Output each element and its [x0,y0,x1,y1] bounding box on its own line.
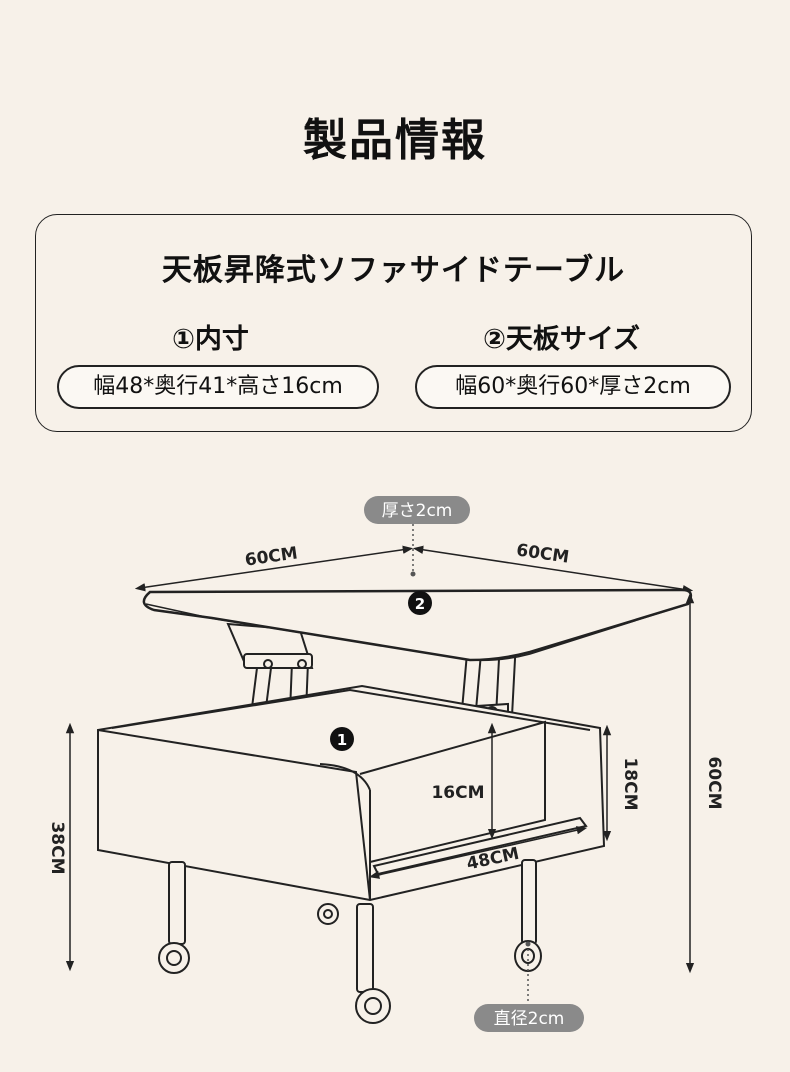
table-top-edge [145,603,689,662]
marker-1 [330,727,354,751]
top-size-heading: ②天板サイズ [483,324,641,355]
marker-1-label: 1 [337,731,347,749]
top-width-dim-right [412,545,694,594]
inner-width-dim [368,826,588,879]
caster-wheels [158,903,542,1024]
spec-card: 天板昇降式ソファサイドテーブル ①内寸 ②天板サイズ 幅48*奥行41*高さ16… [35,214,752,432]
body-height-label: 38CM [47,821,67,874]
thickness-point [410,571,416,577]
overall-height-label: 60CM [704,756,724,809]
top-width-dim-left [134,545,414,592]
side-height-label: 18CM [620,757,640,810]
page-title: 製品情報 [303,115,487,166]
inner-size-value: 幅48*奥行41*高さ16cm [57,365,379,409]
legs [168,859,537,993]
diameter-tag: 直径2cm [474,1004,584,1032]
diameter-point [525,941,531,947]
top-size-value: 幅60*奥行60*厚さ2cm [415,365,731,409]
diameter-tag-label: 直径2cm [494,1009,565,1029]
top-width-label-right: 60CM [515,540,570,567]
marker-2-label: 2 [415,595,425,613]
inner-height-label: 16CM [431,783,484,803]
thickness-tag-label: 厚さ2cm [382,501,453,521]
marker-2 [408,591,432,615]
thickness-tag: 厚さ2cm [364,496,470,524]
inner-size-heading: ①内寸 [172,324,249,355]
product-name: 天板昇降式ソファサイドテーブル [161,253,626,288]
